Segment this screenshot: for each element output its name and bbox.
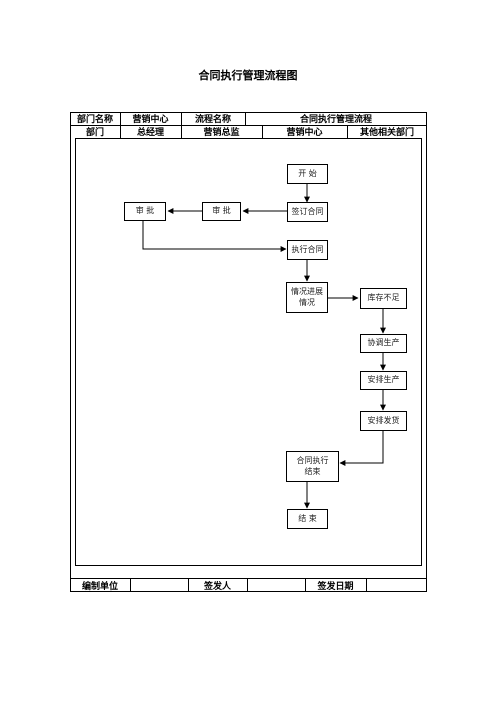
flow-arrange-shipment: 安排发货 (360, 411, 407, 431)
process-name-value: 合同执行管理流程 (299, 115, 372, 125)
arrow-gm-to-execute (142, 221, 287, 252)
column-divider (347, 125, 348, 138)
flow-progress-status: 情况进展 情况 (286, 282, 328, 313)
header-divider (245, 112, 246, 125)
header-divider (70, 125, 427, 126)
flow-contract-done-line1: 合同执行 (296, 455, 329, 465)
column-header-gm: 总经理 (136, 128, 164, 138)
column-divider (262, 125, 263, 138)
footer-divider (366, 578, 367, 592)
flow-execute-contract: 执行合同 (287, 240, 328, 260)
flow-area (75, 138, 422, 566)
flowchart-frame (70, 112, 427, 592)
arrow-shipment-to-done (339, 431, 384, 466)
flow-contract-done: 合同执行 结束 (286, 451, 339, 482)
dept-name-value: 营销中心 (132, 115, 169, 125)
column-header-dept: 部门 (85, 128, 104, 138)
header-divider (181, 112, 182, 125)
page-title: 合同执行管理流程图 (198, 69, 298, 82)
process-name-label: 流程名称 (194, 115, 231, 125)
column-header-other: 其他相关部门 (359, 128, 414, 138)
flow-approve-director: 审 批 (202, 202, 241, 221)
flow-contract-done-line2: 结束 (304, 466, 321, 476)
flow-sign-contract: 签订合同 (287, 202, 328, 222)
column-divider (181, 125, 182, 138)
flow-start: 开 始 (287, 164, 328, 184)
footer-divider (188, 578, 189, 592)
flow-progress-status-line2: 情况 (299, 297, 315, 307)
footer-signer-label: 签发人 (203, 581, 231, 592)
footer-divider (247, 578, 248, 592)
flow-progress-status-line1: 情况进展 (291, 286, 323, 296)
footer-date-label: 签发日期 (317, 581, 354, 592)
footer-unit-label: 编制单位 (81, 581, 118, 592)
footer-divider (130, 578, 131, 592)
column-header-marketing: 营销中心 (286, 128, 323, 138)
flow-approve-gm: 审 批 (124, 202, 166, 221)
flow-arrange-production: 安排生产 (360, 371, 407, 390)
flow-end: 结 束 (287, 509, 328, 529)
footer-divider (70, 578, 427, 579)
flow-stock-shortage: 库存不足 (360, 288, 407, 309)
column-header-director: 营销总监 (203, 128, 240, 138)
dept-name-label: 部门名称 (76, 115, 113, 125)
footer-divider (305, 578, 306, 592)
header-divider (120, 112, 121, 138)
flow-coordinate-production: 协调生产 (360, 334, 407, 353)
